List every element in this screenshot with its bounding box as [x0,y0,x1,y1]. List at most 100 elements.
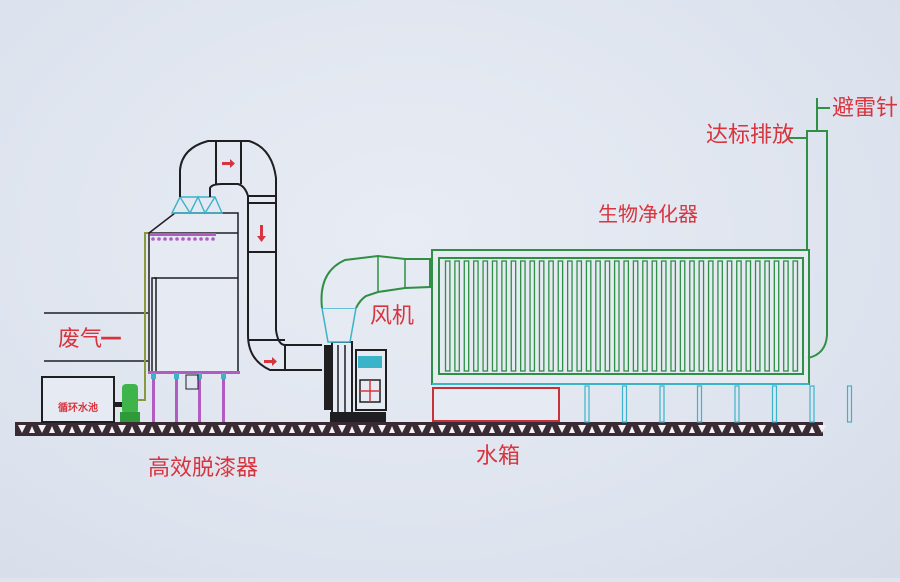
ground-rail-pattern [18,425,826,433]
rail-tooth [198,425,206,433]
rail-tooth [29,426,35,433]
bio-purifier-supports [584,385,853,423]
rail-tooth [558,425,566,433]
bio-fin [773,260,780,372]
bio-fin [613,260,620,372]
rail-tooth [638,425,646,433]
bio-support-leg [846,385,853,423]
rail-tooth [118,425,126,433]
rail-tooth [549,426,555,433]
bio-fin [717,260,723,372]
rail-tooth [478,425,486,433]
spray-nozzle [169,237,173,241]
scrubber-leg-joint [151,373,156,379]
label-fan: 风机 [370,304,415,329]
rail-tooth [249,426,255,433]
rail-tooth [209,426,215,433]
rail-tooth [738,425,746,433]
rail-tooth [429,426,435,433]
bio-fin [632,260,639,372]
spray-nozzle [175,237,179,241]
rail-tooth [389,426,395,433]
rail-tooth [69,426,75,433]
bio-fin [679,260,686,372]
bio-fin [538,260,545,372]
ground-rail [15,422,826,436]
rail-tooth [809,426,815,433]
rail-tooth [618,425,626,433]
spray-nozzle [205,237,209,241]
spray-nozzle [199,237,203,241]
rail-tooth [489,426,495,433]
rail-tooth [178,425,186,433]
rail-tooth [678,425,686,433]
bio-support-leg [621,385,628,423]
bio-fin [745,260,752,372]
rail-tooth [329,426,335,433]
rail-tooth [498,425,506,433]
rail-tooth [58,425,66,433]
rail-tooth [589,426,595,433]
rail-tooth [669,426,675,433]
scrubber-supports [148,371,240,422]
fan-unit [320,254,431,422]
rail-tooth [758,425,766,433]
bio-support-leg [584,385,590,423]
rail-tooth [529,426,535,433]
bio-fin [754,260,761,372]
rail-tooth [358,425,366,433]
bio-support-leg [809,385,815,423]
rail-tooth [169,426,175,433]
bio-fin [595,260,601,372]
circulation-pump-icon [114,232,152,422]
rail-tooth [598,425,606,433]
rail-tooth [309,426,315,433]
rail-tooth [718,425,726,433]
spray-nozzles [150,233,216,241]
rail-tooth [689,426,695,433]
rail-tooth [409,426,415,433]
rail-tooth [789,426,795,433]
rail-tooth [109,426,115,433]
bio-fin [670,260,677,372]
spray-nozzle [151,237,155,241]
rail-tooth [698,425,706,433]
bio-fin [463,260,470,372]
label-water-tank: 水箱 [476,444,521,469]
rail-tooth [649,426,655,433]
spray-nozzle [157,237,161,241]
rail-tooth [238,425,246,433]
rail-tooth [578,425,586,433]
rail-tooth [458,425,466,433]
rail-tooth [258,425,266,433]
bio-fin [764,260,770,372]
circulation-tank [41,376,115,423]
rail-tooth [709,426,715,433]
rail-tooth [318,425,326,433]
rail-tooth [18,425,26,433]
demister-truss [170,195,224,215]
bio-fin [707,260,714,372]
rail-tooth [278,425,286,433]
rail-tooth [469,426,475,433]
scrubber-leg-joint [221,373,226,379]
bio-fin [491,260,498,372]
rail-tooth [49,426,55,433]
bio-purifier-fins [444,260,799,372]
rail-tooth [269,426,275,433]
rail-tooth [78,425,86,433]
rail-tooth [189,426,195,433]
bio-fin [726,260,733,372]
rail-tooth [138,425,146,433]
bio-support-leg [696,385,703,423]
scrubber-beam [148,371,240,374]
bio-fin [651,260,658,372]
rail-tooth [629,426,635,433]
spray-nozzle [163,237,167,241]
top-duct [179,140,322,371]
spray-nozzle [193,237,197,241]
rail-tooth [378,425,386,433]
bio-fin [482,260,489,372]
rail-tooth [149,426,155,433]
label-lightning-rod: 避雷针 [832,96,899,121]
